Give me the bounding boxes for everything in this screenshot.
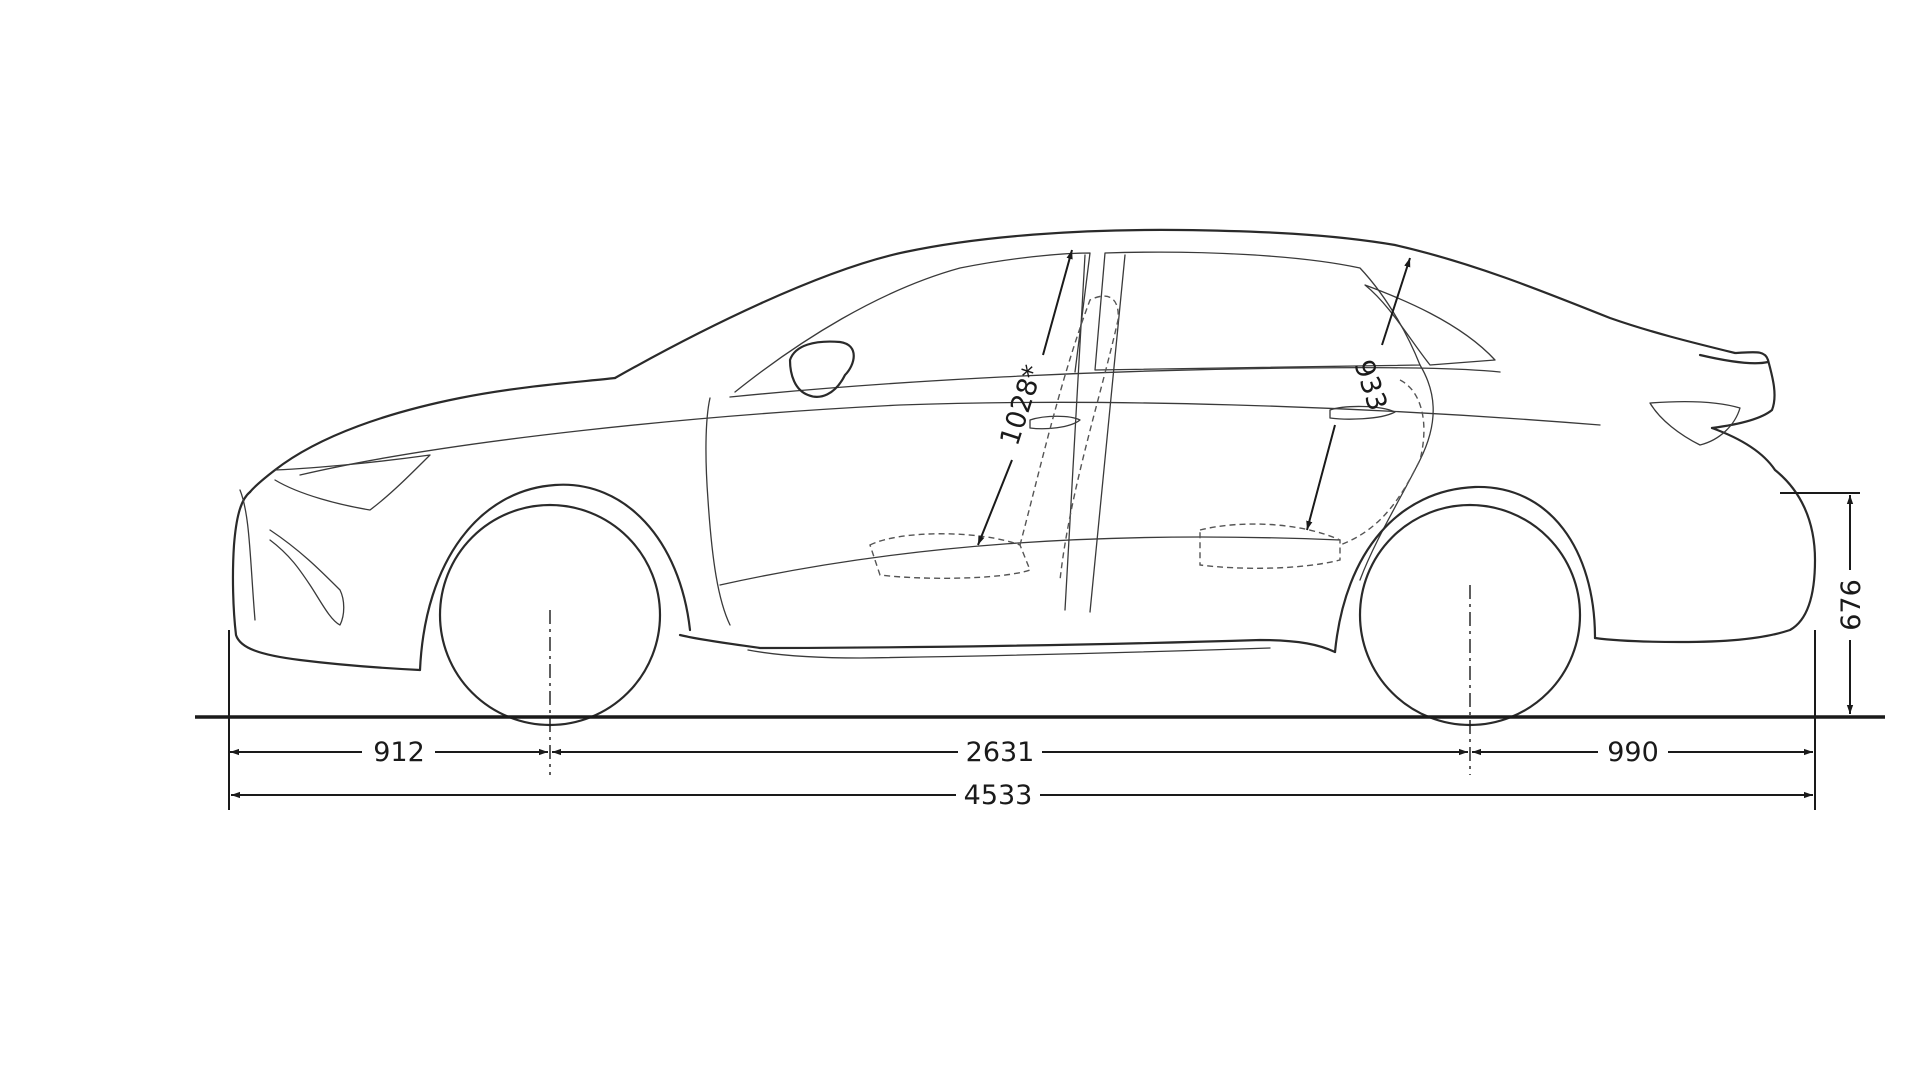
rear-height-value: 676 [1836, 579, 1867, 631]
front-door-outline [705, 397, 731, 626]
rear-door-outline [1359, 364, 1434, 581]
tail-light [1649, 400, 1741, 446]
rear-window [1094, 251, 1421, 371]
character-line [299, 401, 1601, 476]
grille-intake [239, 489, 345, 626]
belt-line [729, 366, 1501, 398]
front-headroom-value: 1028* [994, 361, 1049, 449]
rear-spoiler [1698, 353, 1770, 365]
rear-door-handle [1329, 405, 1396, 420]
overall-length-value: 4533 [964, 780, 1033, 811]
b-pillar [1064, 254, 1126, 613]
front-headroom-line-bottom [977, 459, 1013, 546]
front-overhang-value: 912 [373, 737, 425, 768]
front-wheel [418, 483, 692, 727]
rear-headroom-line-bottom [1306, 424, 1336, 531]
hood-line [248, 376, 617, 494]
car-silhouette [231, 228, 1817, 672]
rear-headroom-line-top [1381, 257, 1411, 346]
rear-overhang-value: 990 [1607, 737, 1659, 768]
rear-wheel [1333, 485, 1597, 727]
side-sill [678, 633, 1337, 654]
rear-bumper [1593, 426, 1817, 644]
front-door-handle [1029, 415, 1081, 430]
side-mirror [788, 340, 855, 398]
headlight [274, 454, 431, 511]
wheelbase-value: 2631 [966, 737, 1035, 768]
side-sill-skirt [747, 647, 1271, 659]
lower-character-line [719, 536, 1341, 586]
front-headroom-line-top [1042, 249, 1073, 356]
front-bumper [231, 490, 422, 672]
quarter-window [1364, 284, 1496, 366]
front-window [734, 252, 1091, 393]
roof-line [613, 228, 1776, 430]
seats-outline [869, 295, 1425, 581]
